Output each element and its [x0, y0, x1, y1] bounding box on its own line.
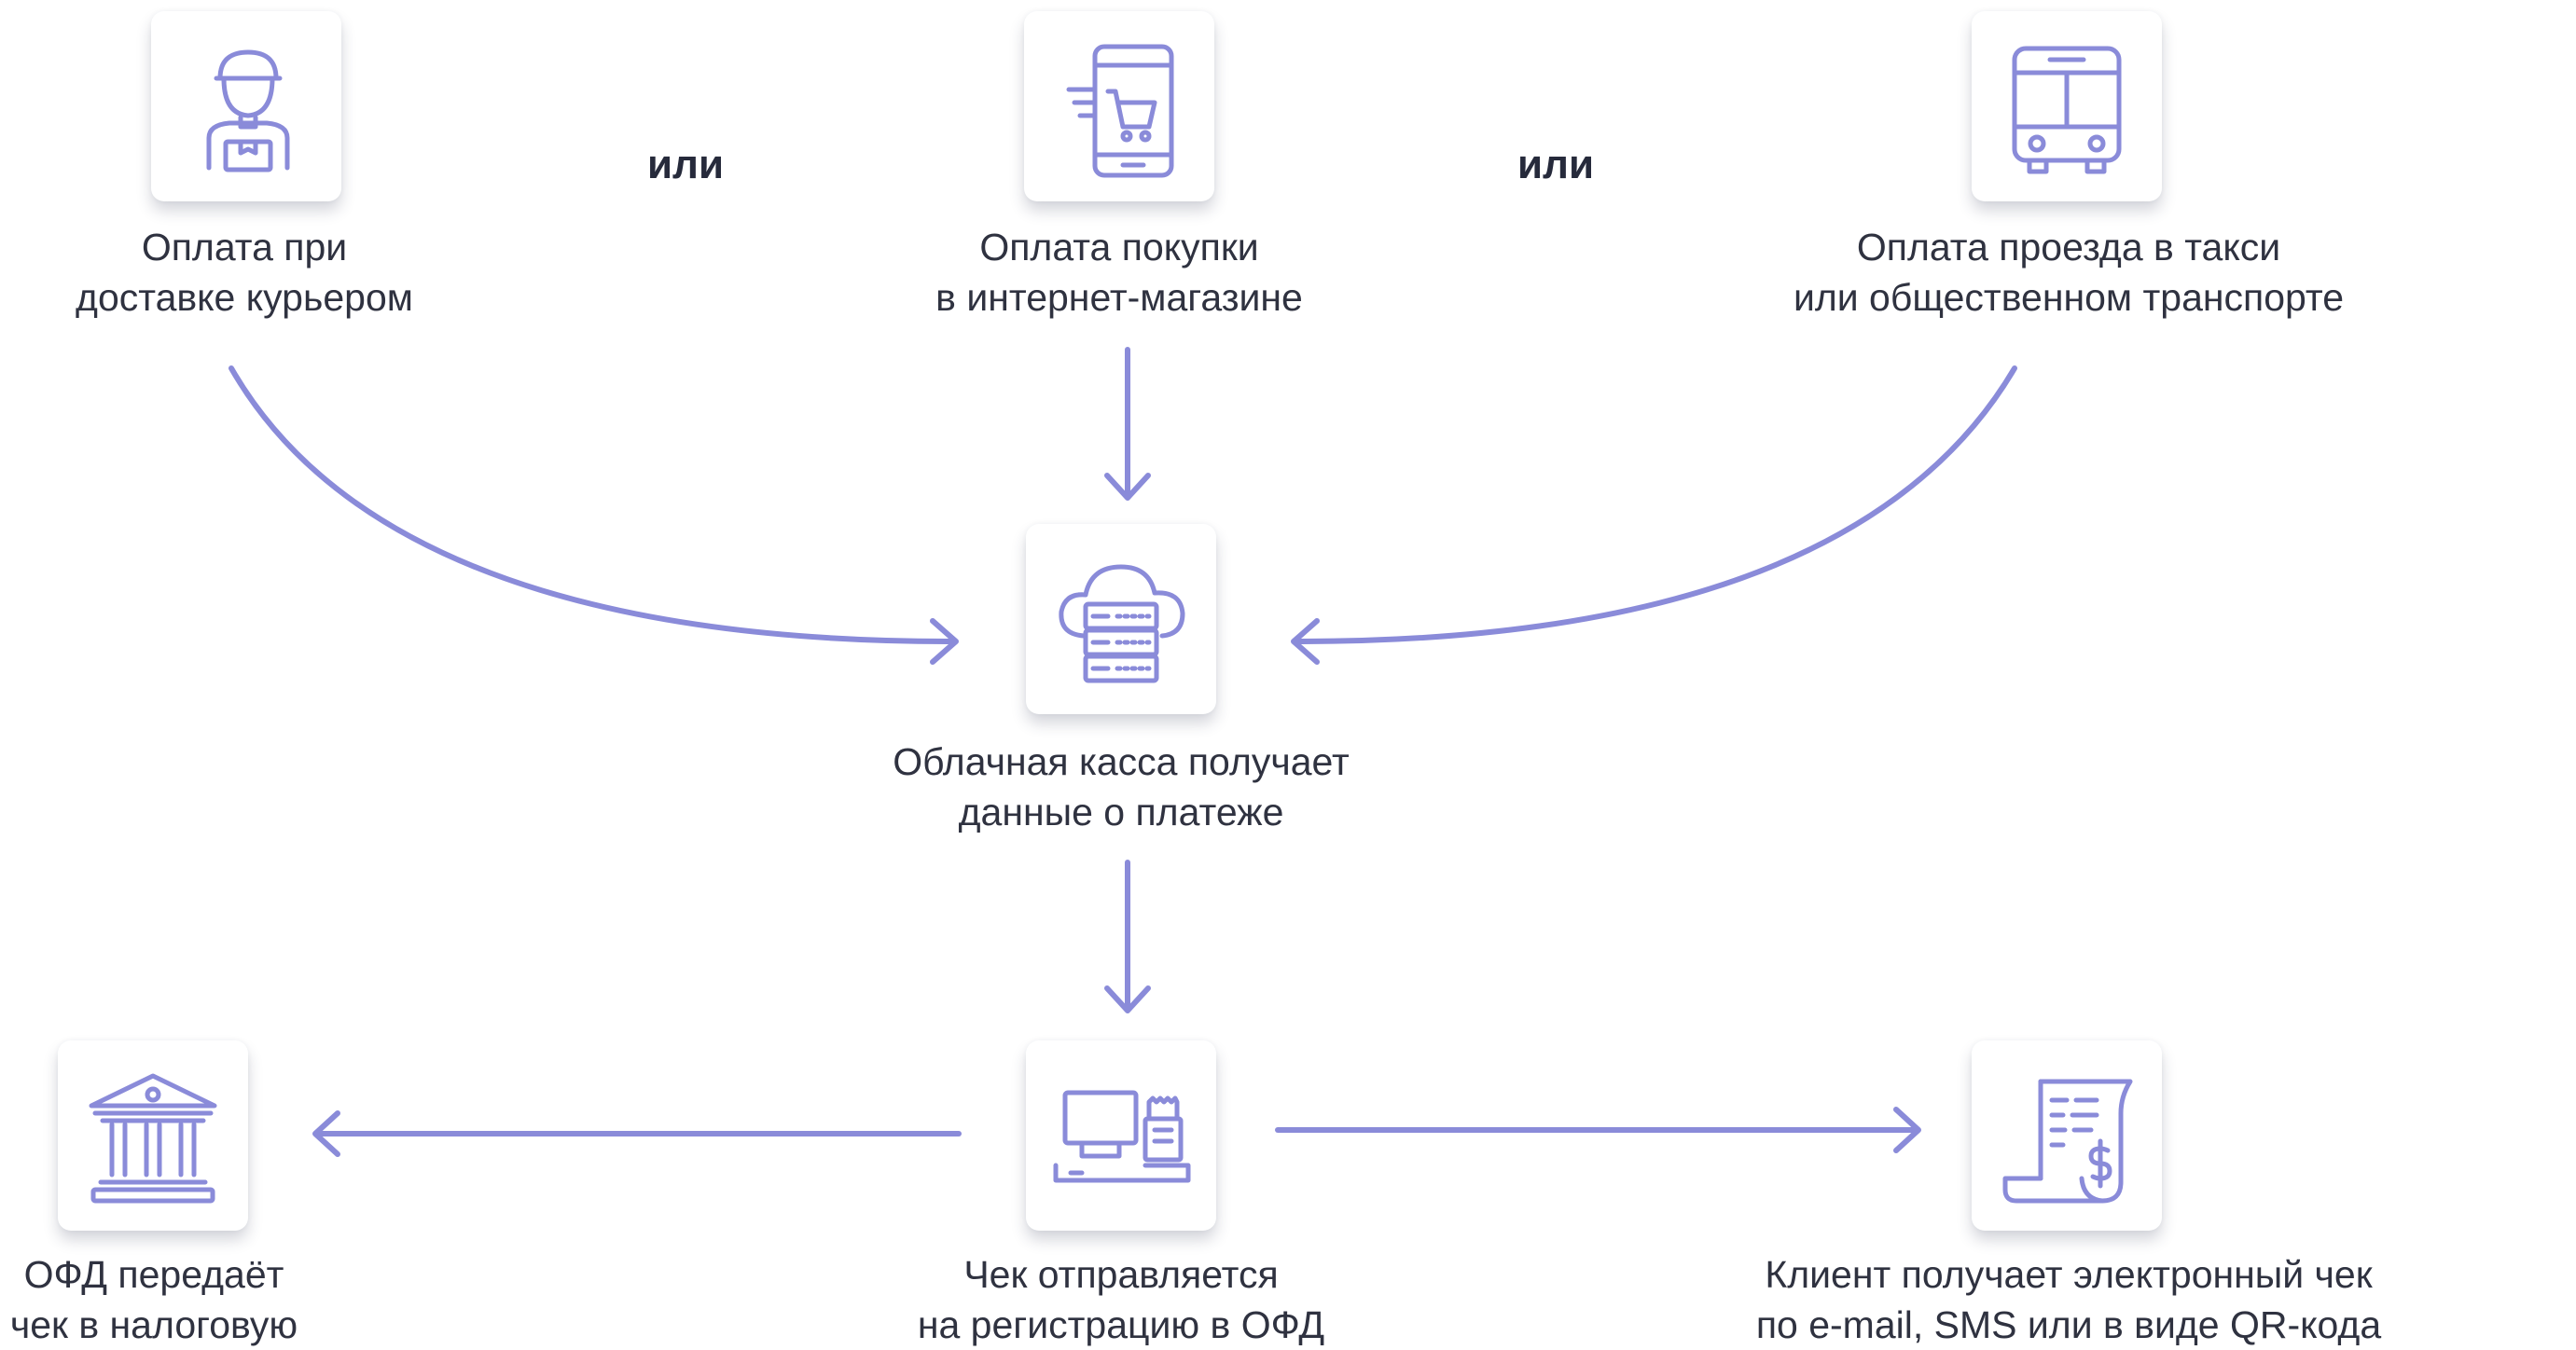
- arrowhead-client: [1893, 1107, 1921, 1153]
- edge-transport-to-cloud: [1295, 365, 2017, 644]
- node-cloud-register-caption: Облачная касса получает данные о платеже: [701, 737, 1541, 837]
- node-online-store-caption: Оплата покупки в интернет-магазине: [699, 222, 1539, 323]
- caption-line: Облачная касса получает: [893, 740, 1350, 783]
- caption-line: чек в налоговую: [9, 1303, 298, 1346]
- node-courier-caption: Оплата при доставке курьером: [0, 222, 664, 323]
- arrowhead-cloud-ofd: [1104, 985, 1151, 1013]
- caption-line: или общественном транспорте: [1793, 276, 2345, 319]
- node-cloud-register-card: [1026, 524, 1216, 714]
- caption-line: на регистрацию в ОФД: [917, 1303, 1325, 1346]
- caption-line: в интернет-магазине: [935, 276, 1303, 319]
- caption-line: по e-mail, SMS или в виде QR-кода: [1755, 1303, 2382, 1346]
- caption-line: Оплата покупки: [979, 226, 1259, 269]
- arrowhead-tax: [312, 1110, 340, 1157]
- node-client-caption: Клиент получает электронный чек по e-mai…: [1649, 1249, 2488, 1350]
- caption-line: ОФД передаёт: [23, 1253, 284, 1296]
- bank-building-icon: [89, 1073, 217, 1204]
- cash-register-icon: [1053, 1090, 1191, 1183]
- node-tax-card: [58, 1040, 248, 1231]
- caption-line: Чек отправляется: [963, 1253, 1279, 1296]
- arrowhead-courier: [930, 618, 959, 665]
- node-courier-card: [151, 11, 341, 201]
- arrowhead-transport: [1291, 618, 1320, 665]
- node-client-card: [1972, 1040, 2162, 1231]
- caption-line: Клиент получает электронный чек: [1765, 1253, 2373, 1296]
- node-ofd-card: [1026, 1040, 1216, 1231]
- separator-or-2: или: [1517, 142, 1595, 187]
- caption-line: доставке курьером: [76, 276, 413, 319]
- arrowhead-store: [1104, 473, 1151, 501]
- node-transport-caption: Оплата проезда в такси или общественном …: [1649, 222, 2488, 323]
- caption-line: данные о платеже: [958, 791, 1284, 833]
- caption-line: Оплата проезда в такси: [1856, 226, 2281, 269]
- node-transport-card: [1972, 11, 2162, 201]
- separator-or-1: или: [646, 142, 725, 187]
- bus-icon: [2012, 46, 2122, 174]
- courier-icon: [206, 49, 290, 172]
- smartphone-cart-icon: [1066, 44, 1174, 178]
- receipt-icon: [2002, 1079, 2133, 1204]
- node-online-store-card: [1024, 11, 1214, 201]
- cloud-server-icon: [1059, 564, 1185, 683]
- node-ofd-caption: Чек отправляется на регистрацию в ОФД: [701, 1249, 1541, 1350]
- edge-courier-to-cloud: [229, 365, 954, 644]
- node-tax-caption: ОФД передаёт чек в налоговую: [0, 1249, 574, 1350]
- caption-line: Оплата при: [141, 226, 348, 269]
